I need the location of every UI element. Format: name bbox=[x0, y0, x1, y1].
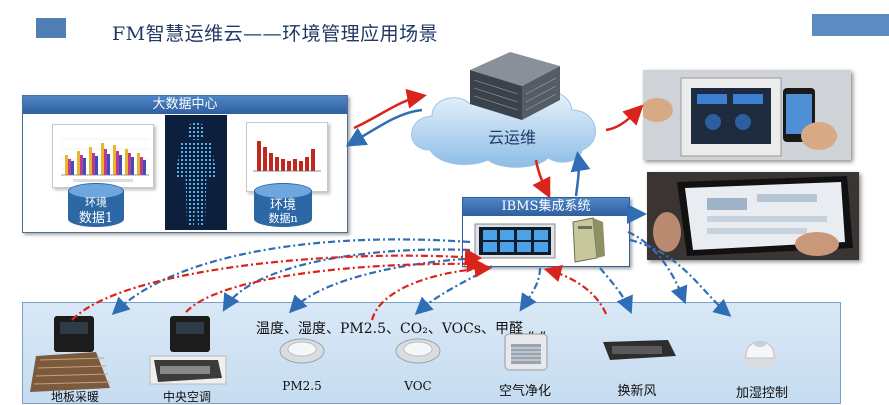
device-label-voc: VOC bbox=[404, 379, 432, 393]
arrow-ibms-to-cloud bbox=[570, 151, 591, 197]
fresh-air-unit-icon bbox=[603, 340, 676, 360]
device-label-humidifier: 加湿控制 bbox=[735, 386, 788, 401]
wall-panel-graphic bbox=[643, 70, 851, 160]
slide-title: FM智慧运维云——环境管理应用场景 bbox=[112, 23, 439, 45]
ibms-devices-graphic bbox=[474, 217, 605, 263]
arrow-bigdata-to-cloud bbox=[353, 88, 427, 130]
wall-panel-photo bbox=[643, 70, 851, 160]
dbn-line1: 环境 bbox=[269, 198, 296, 213]
tablet-photo bbox=[647, 172, 859, 260]
device-label-fresh-air: 换新风 bbox=[617, 384, 657, 399]
pm25-sensor-icon bbox=[279, 338, 325, 364]
arrow-ibms-to-voc bbox=[414, 265, 493, 315]
digital-human-graphic bbox=[175, 122, 217, 225]
bar-chart-graphic bbox=[53, 125, 153, 187]
cloud-label: 云运维 bbox=[488, 128, 537, 147]
environment-parameters-text: 温度、湿度、PM2.5、CO₂、VOCs、甲醛 „ „ bbox=[256, 321, 547, 337]
red-bar-chart-graphic bbox=[247, 123, 327, 191]
header-accent-bar bbox=[812, 14, 889, 36]
arrow-ac-to-ibms bbox=[185, 254, 485, 313]
device-label-air-purifier: 空气净化 bbox=[498, 384, 551, 399]
arrow-ibms-to-purifier bbox=[519, 267, 542, 312]
arrow-floor-to-ibms bbox=[71, 248, 483, 321]
arrow-ibms-to-ac bbox=[222, 248, 471, 312]
device-label-pm25: PM2.5 bbox=[282, 379, 322, 393]
building-icon bbox=[470, 52, 560, 120]
environment-database-n: 环境 数据n bbox=[254, 183, 312, 227]
tablet-graphic bbox=[647, 172, 859, 260]
bar-chart-thumbnail bbox=[52, 124, 154, 188]
humidifier-icon bbox=[742, 341, 778, 368]
header-accent-square bbox=[36, 18, 66, 38]
big-data-header: 大数据中心 bbox=[23, 96, 347, 114]
arrow-ibms-to-humidifier bbox=[629, 238, 732, 317]
arrow-sensors-to-ibms bbox=[370, 260, 493, 321]
arrow-ibms-to-freshair bbox=[599, 267, 633, 315]
arrow-cloud-to-ibms bbox=[532, 159, 551, 199]
arrow-ibms-to-floor bbox=[111, 238, 471, 316]
arrow-ibms-to-fan bbox=[627, 230, 688, 305]
dbn-line2: 数据n bbox=[268, 212, 298, 225]
digital-human-image bbox=[165, 115, 227, 230]
environment-database-1: 环境 数据1 bbox=[68, 183, 124, 227]
arrow-ibms-to-pm25 bbox=[288, 256, 481, 314]
db1-line2: 数据1 bbox=[78, 211, 114, 226]
ibms-system-panel: IBMS集成系统 bbox=[462, 197, 630, 267]
arrow-purifier-to-ibms bbox=[543, 264, 608, 315]
red-bar-chart-thumbnail bbox=[246, 122, 328, 192]
arrow-cloud-to-bigdata bbox=[345, 108, 423, 147]
db1-line1: 环境 bbox=[85, 196, 107, 209]
central-ac-icon bbox=[149, 316, 227, 385]
ibms-header: IBMS集成系统 bbox=[463, 198, 629, 216]
voc-sensor-icon bbox=[395, 338, 441, 364]
arrow-cloud-to-panel bbox=[605, 104, 644, 132]
floor-heating-icon bbox=[30, 316, 111, 392]
air-purifier-icon bbox=[504, 333, 548, 371]
cloud-shape bbox=[411, 86, 596, 168]
